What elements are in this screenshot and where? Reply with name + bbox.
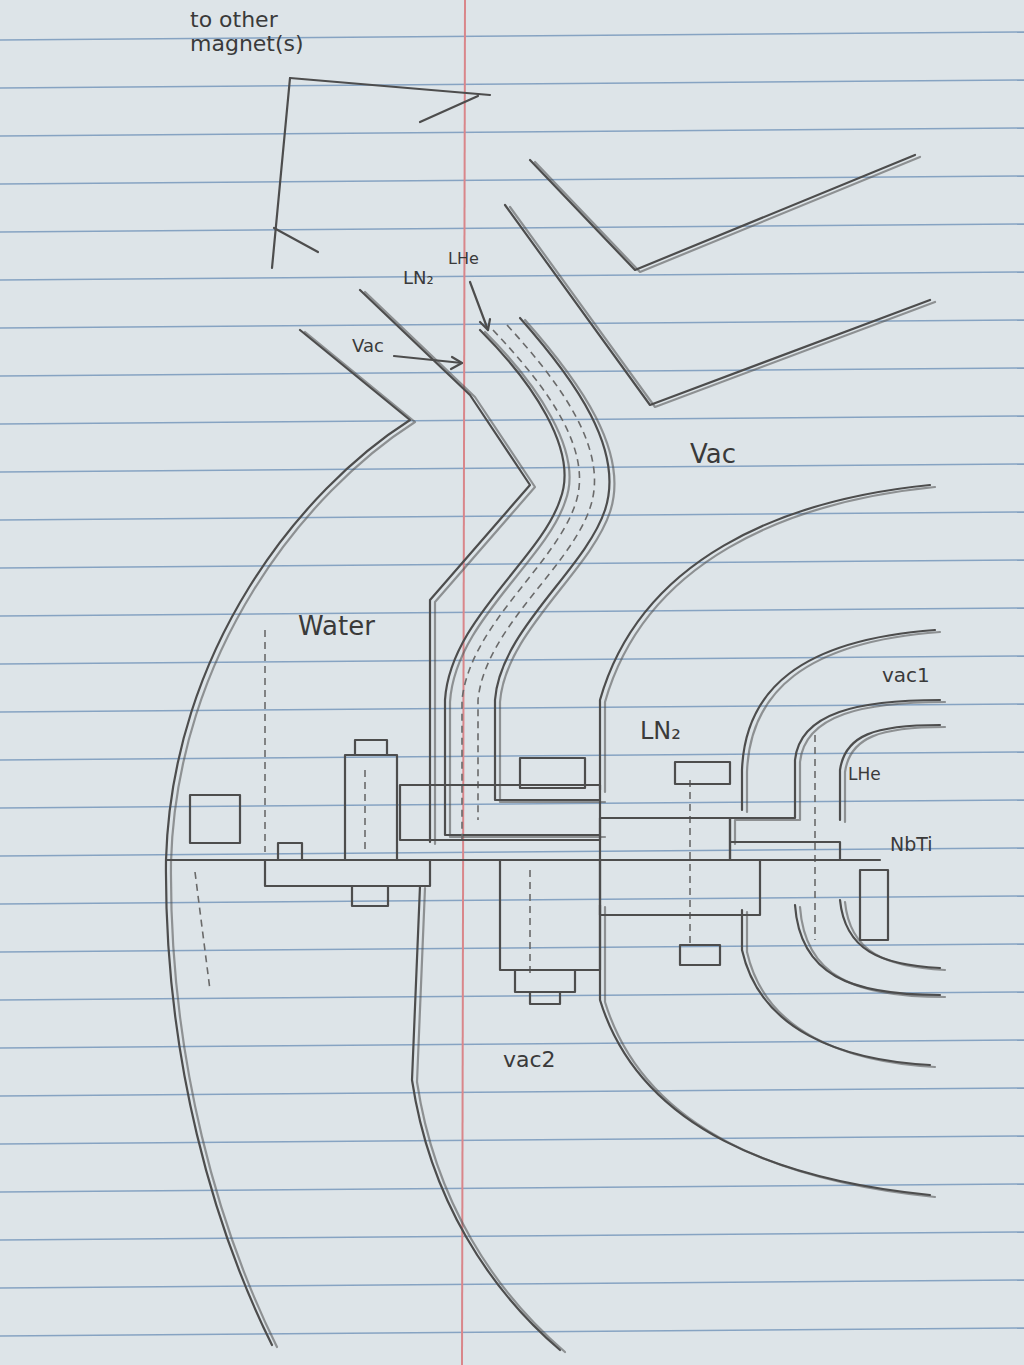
region-label: LN₂: [403, 268, 434, 288]
flanges-and-bolts: [166, 740, 888, 1004]
paper-rules: [0, 32, 1024, 1336]
dashed-channels: [195, 325, 815, 990]
region-label: Water: [298, 612, 375, 641]
leader-arrows: [272, 78, 490, 369]
region-label: Vac: [690, 440, 736, 469]
region-label: NbTi: [890, 834, 933, 855]
region-label: LN₂: [640, 718, 681, 744]
region-label: LHe: [848, 765, 881, 784]
pencil-double-stroke: [171, 157, 945, 1352]
pipe-note: to other magnet(s): [190, 8, 315, 56]
region-label: LHe: [448, 250, 479, 268]
region-label: vac1: [882, 664, 930, 686]
vessel-walls: [166, 155, 940, 1350]
region-label: Vac: [352, 336, 384, 356]
region-label: vac2: [503, 1048, 556, 1072]
